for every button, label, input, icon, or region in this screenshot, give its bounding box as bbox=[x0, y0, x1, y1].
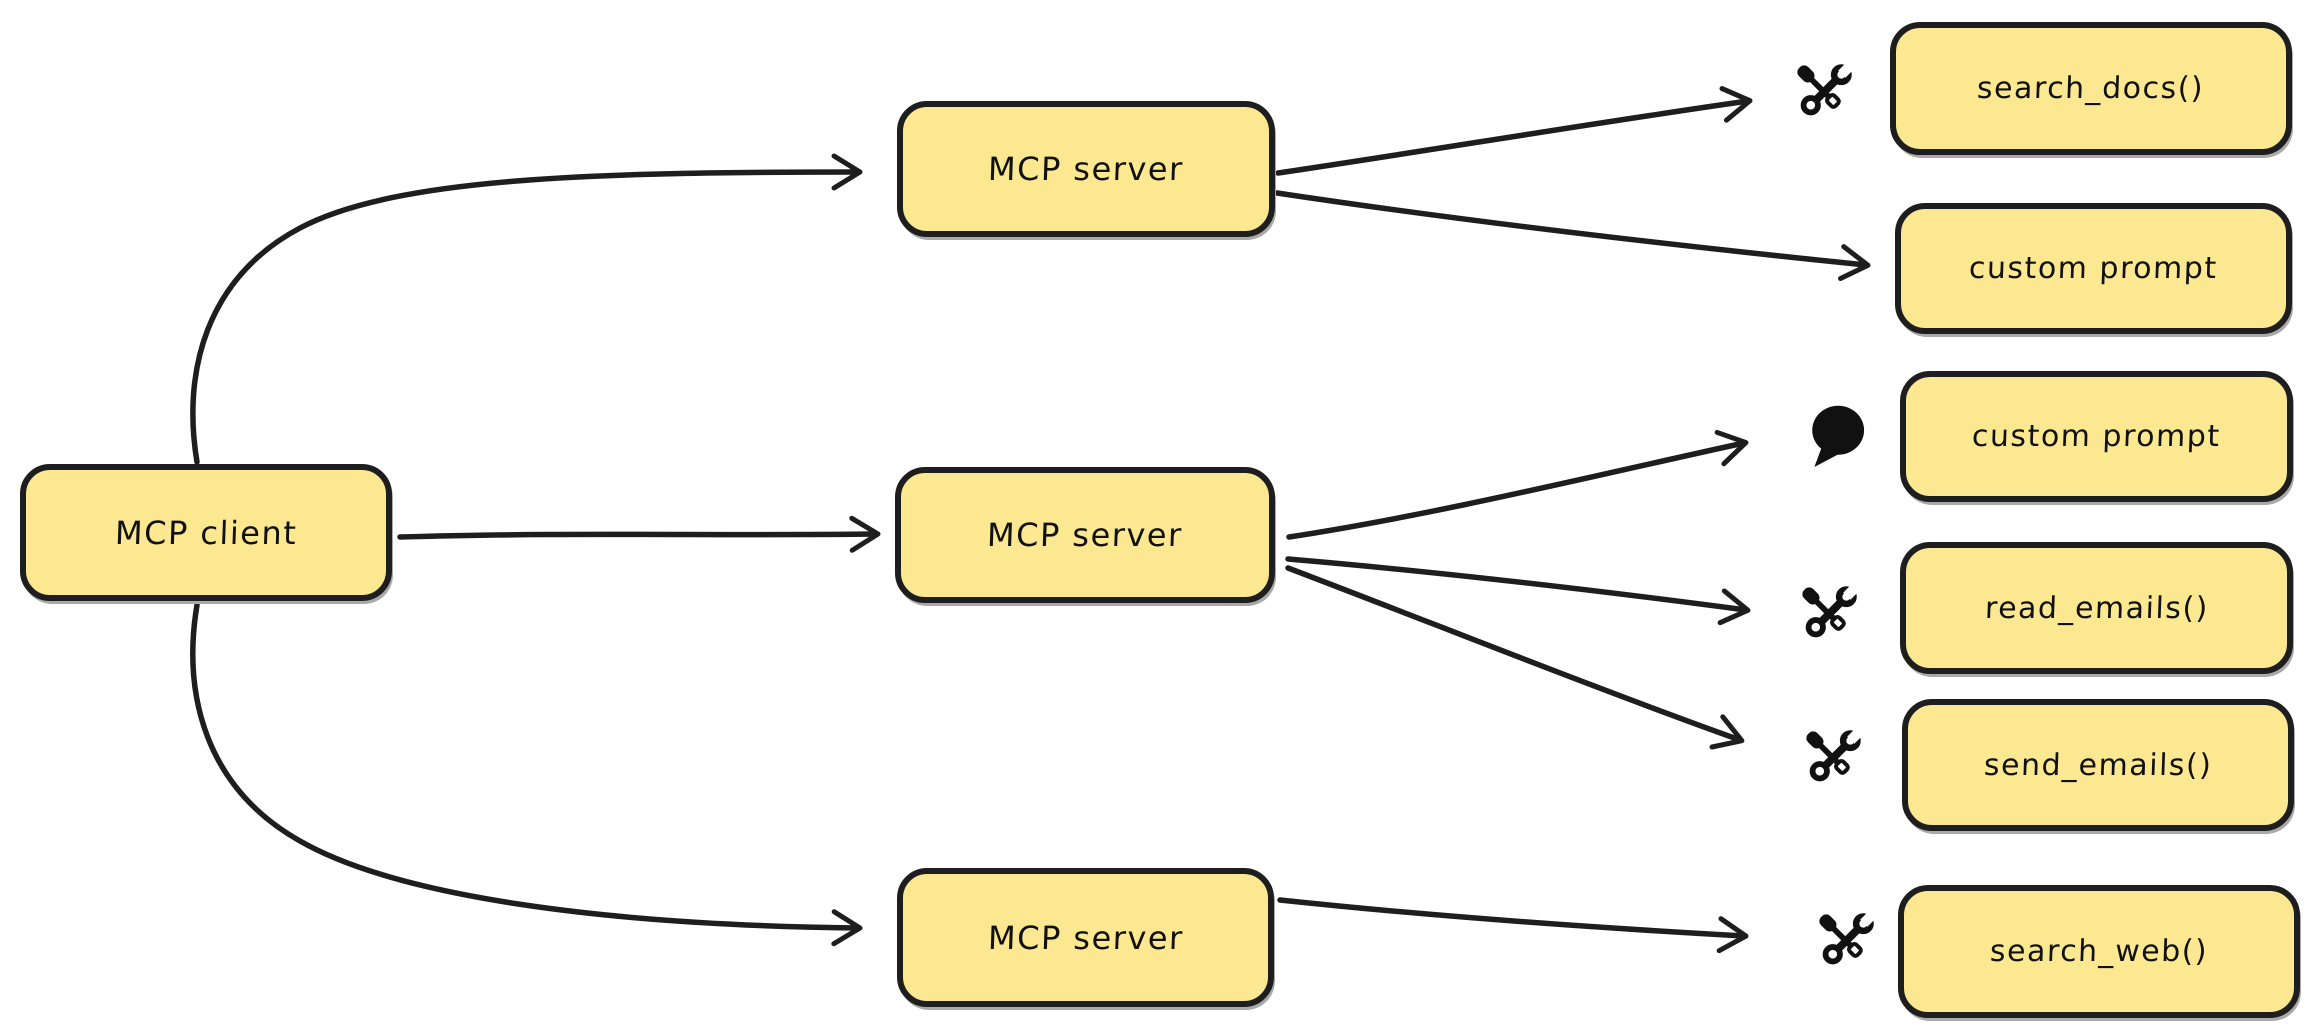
node-custom-prompt-2: custom prompt bbox=[1900, 371, 2293, 502]
tools-icon bbox=[1797, 722, 1869, 794]
arrow-client-to-server-3 bbox=[190, 602, 863, 947]
speech-bubble-icon bbox=[1800, 400, 1872, 472]
node-search-web: search_web() bbox=[1898, 885, 2300, 1018]
node-search-docs: search_docs() bbox=[1890, 22, 2292, 155]
node-label: read_emails() bbox=[1983, 590, 2210, 626]
arrow-server2-to-custom-prompt bbox=[1286, 429, 1749, 540]
arrow-server3-to-search-web bbox=[1277, 897, 1749, 954]
node-read-emails: read_emails() bbox=[1900, 542, 2293, 674]
node-mcp-client: MCP client bbox=[20, 464, 392, 601]
tools-icon bbox=[1788, 56, 1860, 128]
node-mcp-server-3: MCP server bbox=[897, 868, 1274, 1007]
node-label: search_docs() bbox=[1976, 71, 2206, 106]
node-label: custom prompt bbox=[1968, 251, 2219, 286]
node-custom-prompt-1: custom prompt bbox=[1895, 203, 2292, 334]
arrow-server2-to-send-emails bbox=[1285, 565, 1745, 750]
node-label: custom prompt bbox=[1971, 419, 2222, 454]
node-mcp-server-1: MCP server bbox=[897, 101, 1275, 237]
node-label: MCP server bbox=[987, 150, 1185, 188]
node-label: MCP client bbox=[114, 513, 298, 552]
arrow-client-to-server-2 bbox=[397, 515, 881, 553]
node-mcp-server-2: MCP server bbox=[895, 467, 1275, 603]
arrow-client-to-server-1 bbox=[190, 153, 863, 465]
arrow-server1-to-custom-prompt bbox=[1274, 190, 1871, 281]
arrow-server2-to-read-emails bbox=[1285, 556, 1751, 626]
node-send-emails: send_emails() bbox=[1902, 699, 2294, 831]
arrow-server1-to-search-docs bbox=[1275, 86, 1753, 176]
node-label: send_emails() bbox=[1983, 747, 2213, 783]
node-label: search_web() bbox=[1989, 934, 2209, 969]
tools-icon bbox=[1810, 905, 1882, 977]
node-label: MCP server bbox=[986, 918, 1185, 957]
node-label: MCP server bbox=[986, 516, 1184, 554]
tools-icon bbox=[1793, 578, 1865, 650]
